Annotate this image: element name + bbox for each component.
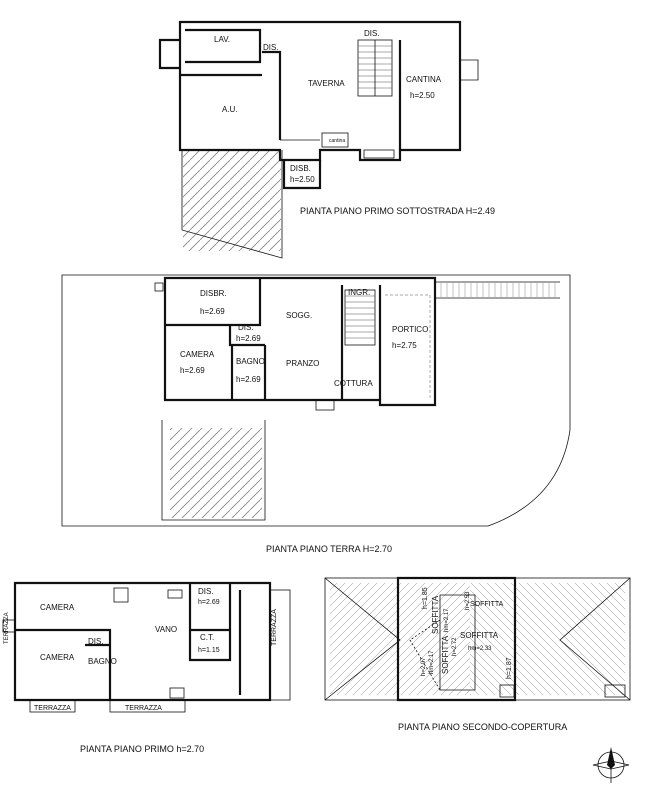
label-soffitta1: SOFFITTA — [431, 595, 440, 634]
basement-stairs — [358, 40, 392, 96]
label-camera: CAMERA — [180, 350, 215, 359]
label-au: A.U. — [222, 105, 238, 114]
label-dis-left: DIS. — [263, 43, 279, 52]
label-hm233: hm=2.33 — [468, 646, 492, 652]
label-soffitta3: SOFFITTA — [460, 631, 499, 640]
label-lav: LAV. — [214, 35, 230, 44]
label-pranzo: PRANZO — [286, 359, 319, 368]
label-h207: h=2.07 — [421, 657, 427, 676]
caption-second: PIANTA PIANO SECONDO-COPERTURA — [398, 722, 567, 732]
label-h272: h=2.72 — [452, 637, 458, 656]
label-dis-h: h=2.69 — [236, 334, 261, 343]
basement-plan — [158, 20, 479, 259]
label-disb: DISB. — [290, 164, 311, 173]
label-terrazza-left: TERRAZZA — [4, 612, 10, 644]
label-dis-top: DIS. — [364, 29, 380, 38]
label-h253: h=2.53 — [465, 591, 471, 610]
label-cantina: CANTINA — [406, 75, 442, 84]
second-plan — [324, 576, 631, 702]
caption-ground: PIANTA PIANO TERRA H=2.70 — [266, 544, 392, 554]
label-bagno: BAGNO — [88, 657, 117, 666]
caption-first: PIANTA PIANO PRIMO h=2.70 — [80, 744, 204, 754]
first-plan — [2, 581, 291, 713]
label-small-box: cantina — [329, 138, 345, 144]
label-camera2: CAMERA — [40, 653, 75, 662]
label-taverna: TAVERNA — [308, 79, 345, 88]
label-dis: DIS. — [88, 637, 104, 646]
label-sogg: SOGG. — [286, 311, 312, 320]
caption-basement: PIANTA PIANO PRIMO SOTTOSTRADA H=2.49 — [300, 206, 495, 216]
label-camera1: CAMERA — [40, 603, 75, 612]
label-dis2: DIS. — [198, 587, 214, 596]
label-portico-h: h=2.75 — [392, 341, 417, 350]
label-vano: VANO — [155, 625, 177, 634]
label-terrazza-bl: TERRAZZA — [34, 705, 71, 712]
label-h187: h=1.87 — [506, 657, 513, 679]
label-cottura: COTTURA — [334, 379, 373, 388]
label-hm: hm=2.17 — [429, 650, 435, 674]
label-hm217: hm=2.17 — [444, 608, 450, 632]
label-cantina-h: h=2.50 — [410, 91, 435, 100]
label-disb-h: h=2.50 — [290, 175, 315, 184]
label-terrazza-bm: TERRAZZA — [125, 705, 162, 712]
label-ingr: INGR. — [348, 288, 370, 297]
north-arrow-icon — [592, 747, 630, 783]
label-portico: PORTICO — [392, 325, 428, 334]
label-soffitta4: SOFFITTA — [441, 635, 450, 674]
label-disbr: DISBR. — [200, 289, 227, 298]
label-soffitta2: SOFFITTA — [470, 601, 504, 608]
label-h185: h=1.85 — [422, 587, 429, 609]
label-bagno-h: h=2.69 — [236, 375, 261, 384]
label-ct-h: h=1.15 — [198, 647, 220, 654]
label-ct: C.T. — [200, 633, 214, 642]
ground-plan — [61, 274, 571, 527]
label-terrazza-right: TERRAZZA — [271, 609, 278, 646]
label-disbr-h: h=2.69 — [200, 307, 225, 316]
label-dis: DIS. — [238, 323, 254, 332]
label-dis2-h: h=2.69 — [198, 599, 220, 606]
label-camera-h: h=2.69 — [180, 366, 205, 375]
label-bagno: BAGNO — [236, 357, 265, 366]
